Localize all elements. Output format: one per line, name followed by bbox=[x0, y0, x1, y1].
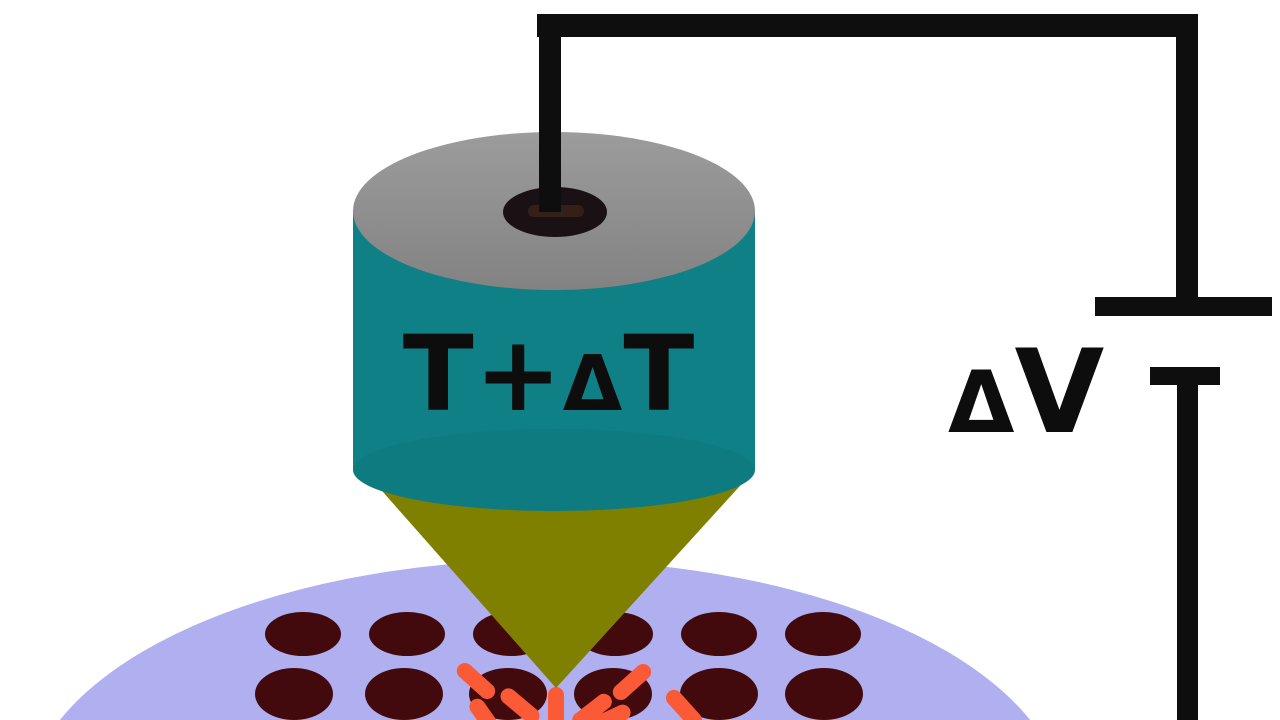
wire-left-vertical bbox=[539, 14, 561, 212]
sample-atom-dot bbox=[785, 612, 861, 656]
probe-label-part-2: T bbox=[623, 313, 696, 435]
sample-atom-dot bbox=[681, 612, 757, 656]
probe-label-part-1: T+ bbox=[402, 313, 563, 435]
heat-phonon-pill bbox=[548, 687, 564, 720]
heat-phonon-pill bbox=[497, 685, 543, 720]
heat-phonon-pill bbox=[453, 659, 499, 703]
delta-glyph: Δ bbox=[562, 340, 624, 429]
voltage-label: ΔV bbox=[948, 335, 1104, 453]
heat-phonon-pill bbox=[609, 660, 655, 704]
delta-glyph: Δ bbox=[948, 353, 1015, 453]
sample-atom-dot bbox=[369, 612, 445, 656]
probe-body-bottom-curve bbox=[353, 429, 755, 511]
battery-plate-long bbox=[1095, 297, 1272, 316]
sample-atom-dot bbox=[365, 668, 443, 720]
battery-plate-short bbox=[1150, 367, 1220, 385]
heat-phonon-pill bbox=[662, 686, 706, 720]
probe-temperature-label: T+ΔT bbox=[348, 322, 750, 426]
wire-bottom-vertical bbox=[1177, 385, 1198, 720]
wire-right-vertical bbox=[1176, 14, 1198, 298]
wire-top-horizontal bbox=[537, 14, 1198, 37]
sample-atom-dot bbox=[255, 668, 333, 720]
sample-atom-dot bbox=[785, 668, 863, 720]
sample-atom-dot bbox=[265, 612, 341, 656]
voltage-label-v: V bbox=[1014, 325, 1105, 460]
